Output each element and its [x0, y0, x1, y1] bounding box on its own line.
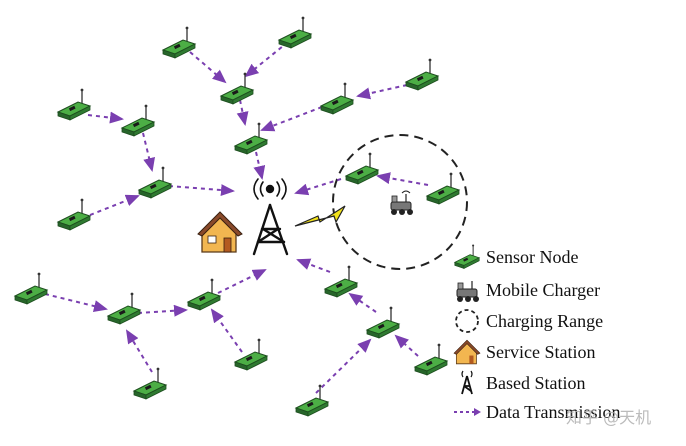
- dashed-circle-icon: [452, 308, 482, 334]
- house-icon: [452, 339, 482, 365]
- sensor-node: [121, 103, 155, 137]
- arrow: [142, 132, 155, 172]
- sensor-node: [426, 171, 460, 205]
- legend-label: Service Station: [486, 341, 596, 362]
- sensor-node: [366, 305, 400, 339]
- sensor-node: [405, 57, 439, 91]
- arrow: [189, 51, 227, 84]
- service-station-house: [197, 211, 243, 253]
- legend-mobile-charger: Mobile Charger: [452, 276, 600, 304]
- charging-range-circle: [332, 134, 468, 270]
- legend-label: Data Transmission: [486, 401, 621, 422]
- arrow: [217, 269, 267, 294]
- wireless-charging-bolt: [294, 205, 346, 227]
- arrow: [376, 172, 429, 186]
- base-station-tower: [252, 178, 289, 256]
- sensor-node-icon: [452, 244, 482, 270]
- sensor-node: [295, 383, 329, 417]
- legend-data-transmission: Data Transmission: [452, 398, 621, 426]
- arrow: [253, 151, 266, 180]
- sensor-node: [107, 291, 141, 325]
- sensor-node: [57, 87, 91, 121]
- legend-label: Mobile Charger: [486, 279, 601, 300]
- arrow: [356, 84, 408, 100]
- arrow: [125, 329, 153, 373]
- sensor-nodes: [14, 15, 460, 417]
- arrow: [137, 304, 188, 317]
- sensor-node: [414, 342, 448, 376]
- legend-sensor-node: Sensor Node: [452, 243, 579, 271]
- sensor-node: [133, 366, 167, 400]
- arrow: [236, 99, 249, 126]
- sensor-node: [14, 271, 48, 305]
- dashed-arrow-icon: [452, 399, 482, 425]
- arrow: [210, 308, 243, 353]
- tower-icon: [452, 370, 482, 396]
- arrow: [315, 338, 372, 394]
- sensor-node: [57, 197, 91, 231]
- sensor-node: [320, 81, 354, 115]
- arrow: [168, 184, 235, 197]
- arrow: [44, 293, 108, 312]
- arrow: [87, 111, 124, 124]
- data-transmission-arrows: [44, 41, 429, 394]
- legend-label: Sensor Node: [486, 246, 579, 267]
- sensor-node: [234, 121, 268, 155]
- arrow: [394, 334, 419, 357]
- legend-label: Charging Range: [486, 310, 604, 331]
- mobile-charger-icon: [452, 277, 482, 303]
- watermark: 知乎 @天机: [566, 408, 652, 427]
- legend-charging-range: Charging Range: [452, 307, 603, 335]
- legend-service-station: Service Station: [452, 338, 595, 366]
- legend-based-station: Based Station: [452, 369, 586, 397]
- arrow: [89, 194, 140, 216]
- mobile-charger: [390, 190, 413, 215]
- sensor-node: [324, 264, 358, 298]
- arrow: [296, 258, 331, 273]
- arrow: [244, 41, 289, 78]
- arrow: [260, 106, 323, 132]
- legend-label: Based Station: [486, 372, 586, 393]
- arrow: [348, 292, 377, 313]
- sensor-node: [220, 71, 254, 105]
- sensor-node: [234, 337, 268, 371]
- sensor-node: [187, 277, 221, 311]
- sensor-node: [278, 15, 312, 49]
- sensor-node: [138, 165, 172, 199]
